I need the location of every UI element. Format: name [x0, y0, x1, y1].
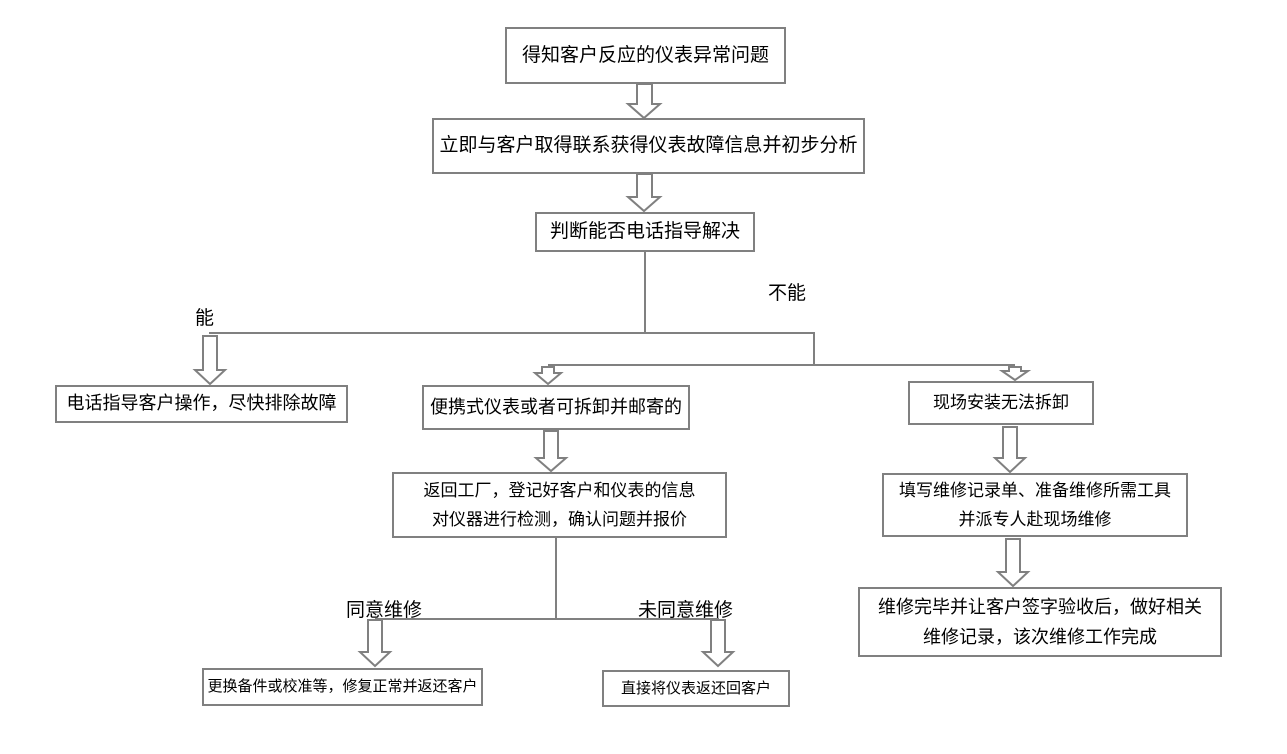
node-repair-return: 更换备件或校准等，修复正常并返还客户	[202, 668, 483, 706]
arrow-prepare-finish	[995, 538, 1031, 588]
node-direct-return-label: 直接将仪表返还回客户	[620, 679, 771, 697]
node-finish-onsite-line2: 维修记录，该次维修工作完成	[923, 627, 1157, 647]
edge-label-can: 能	[195, 308, 215, 329]
node-onsite: 现场安装无法拆卸	[908, 381, 1094, 425]
arrow-onsite-prepare	[992, 426, 1028, 474]
node-portable: 便携式仪表或者可拆卸并邮寄的	[422, 385, 690, 430]
arrow-to-onsite	[998, 366, 1032, 382]
node-onsite-label: 现场安装无法拆卸	[933, 392, 1069, 412]
node-finish-onsite-line1: 维修完毕并让客户签字验收后，做好相关	[878, 597, 1202, 617]
node-report: 得知客户反应的仪表异常问题	[505, 27, 786, 84]
node-finish-onsite: 维修完毕并让客户签字验收后，做好相关 维修记录，该次维修工作完成	[858, 587, 1222, 657]
arrow-can-phone-guide	[192, 335, 228, 386]
node-contact: 立即与客户取得联系获得仪表故障信息并初步分析	[432, 118, 865, 174]
arrow-disagree-direct-return	[700, 619, 736, 668]
node-factory: 返回工厂，登记好客户和仪表的信息 对仪器进行检测，确认问题并报价	[392, 472, 727, 538]
node-repair-return-label: 更换备件或校准等，修复正常并返还客户	[207, 678, 478, 696]
arrow-contact-judge	[625, 173, 663, 213]
arrow-to-portable	[532, 366, 564, 386]
edge-label-disagree: 未同意维修	[638, 600, 734, 621]
node-direct-return: 直接将仪表返还回客户	[602, 670, 790, 707]
node-factory-line1: 返回工厂，登记好客户和仪表的信息	[423, 481, 696, 500]
node-report-label: 得知客户反应的仪表异常问题	[521, 44, 769, 66]
edge-label-cannot: 不能	[768, 283, 807, 304]
node-portable-label: 便携式仪表或者可拆卸并邮寄的	[430, 396, 682, 417]
node-judge-label: 判断能否电话指导解决	[549, 221, 740, 243]
node-phone-guide-label: 电话指导客户操作，尽快排除故障	[66, 393, 337, 414]
node-prepare-line1: 填写维修记录单、准备维修所需工具	[899, 481, 1171, 500]
node-prepare-line2: 并派专人赴现场维修	[958, 510, 1112, 529]
node-contact-label: 立即与客户取得联系获得仪表故障信息并初步分析	[439, 135, 858, 157]
node-phone-guide: 电话指导客户操作，尽快排除故障	[55, 385, 348, 423]
node-factory-line2: 对仪器进行检测，确认问题并报价	[432, 510, 687, 529]
edge-label-agree: 同意维修	[346, 600, 423, 621]
arrow-agree-repair-return	[357, 619, 393, 668]
node-judge: 判断能否电话指导解决	[535, 212, 755, 252]
arrow-report-contact	[625, 83, 663, 120]
arrow-portable-factory	[533, 430, 569, 473]
node-prepare: 填写维修记录单、准备维修所需工具 并派专人赴现场维修	[882, 473, 1188, 537]
